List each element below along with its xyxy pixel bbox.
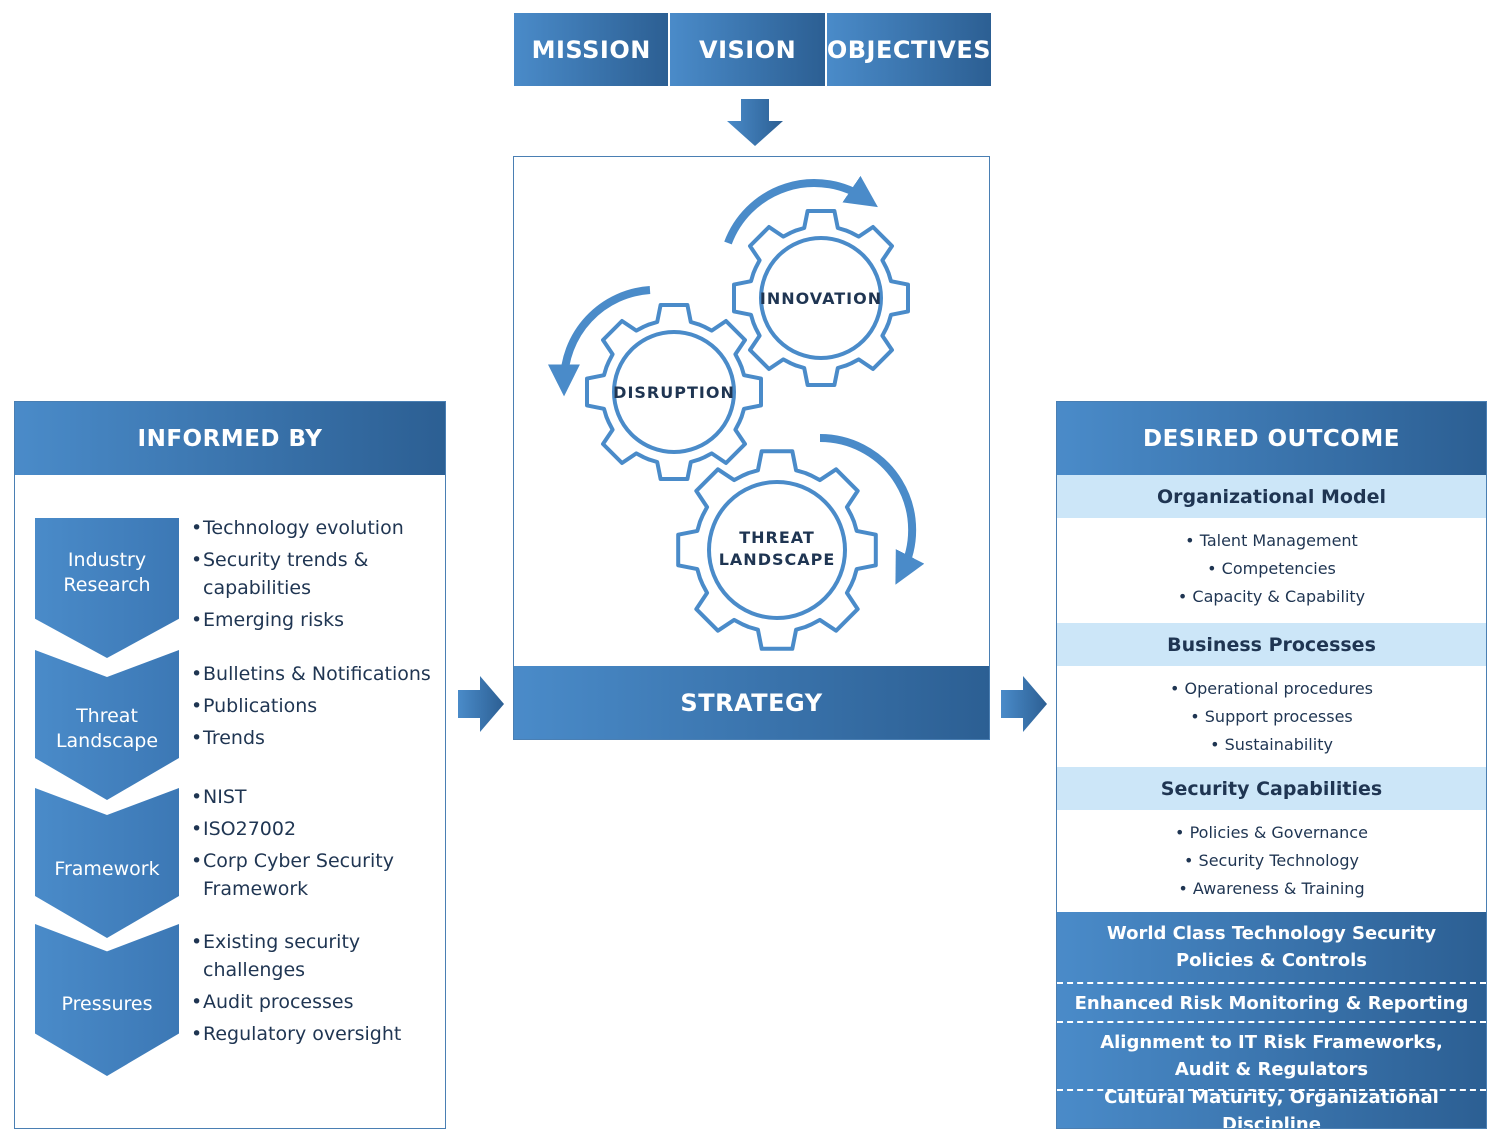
list-item: • Support processes [1190,707,1353,726]
list-item: • Operational procedures [1169,679,1373,698]
gear-label-threat: THREAT [739,528,815,547]
gear-label-landscape: LANDSCAPE [719,550,836,569]
list-item: Security trends & capabilities [191,546,383,602]
tab-vision: VISION [670,13,827,86]
gear-innovation-hub [759,236,883,360]
list-item: Regulatory oversight [191,1020,431,1048]
chevron-label: Landscape [55,730,159,752]
tab-mission: MISSION [514,13,671,86]
list-item: Corp Cyber Security Framework [191,847,403,903]
desired-outcome-title: DESIRED OUTCOME [1057,402,1486,475]
framework-list: NIST ISO27002 Corp Cyber Security Framew… [191,783,431,907]
list-item: • Talent Management [1185,531,1358,550]
right-arrow-icon [458,676,504,732]
gears-diagram: INNOVATION DISRUPTION THREAT LANDSCAPE [547,175,925,651]
list-item: Technology evolution [191,514,431,542]
industry-research-list: Technology evolution Security trends & c… [191,514,431,638]
right-arrow-icon [1001,676,1047,732]
list-item: Publications [191,692,441,720]
list-item: • Security Technology [1184,851,1359,870]
chevron-label: Framework [54,857,160,880]
gear-threat-outline [676,449,878,651]
list-item: • Competencies [1207,559,1336,578]
gear-innovation-outline [732,209,910,387]
list-item: Bulletins & Notifications [191,660,441,688]
down-arrow-icon [727,99,783,146]
list-item: Audit processes [191,988,431,1016]
tab-objectives: OBJECTIVES [826,13,991,86]
desired-outcome-panel: DESIRED OUTCOME Organizational Model • T… [1056,401,1487,1129]
divider [1057,982,1486,984]
chevron-label: Pressures [61,992,153,1015]
cycle-arrow-left [547,286,651,397]
chevron-label: Industry [67,549,147,571]
cycle-arrow-right [819,433,925,585]
organizational-model-list: • Talent Management • Competencies • Cap… [1057,527,1486,611]
chevron-label: Research [63,574,151,596]
business-processes-list: • Operational procedures • Support proce… [1057,675,1486,759]
list-item: Emerging risks [191,606,431,634]
list-item: • Capacity & Capability [1177,587,1366,606]
gear-label-innovation: INNOVATION [760,289,882,308]
list-item: • Sustainability [1210,735,1333,754]
list-item: Trends [191,724,441,752]
gear-disruption-hub [612,330,736,454]
divider [1057,1089,1486,1091]
informed-by-title: INFORMED BY [15,402,445,475]
section-organizational-model: Organizational Model [1057,475,1486,518]
list-item: Existing security challenges [191,928,383,984]
gear-threat-hub [707,480,847,620]
section-security-capabilities: Security Capabilities [1057,767,1486,810]
pressures-list: Existing security challenges Audit proce… [191,928,431,1052]
list-item: ISO27002 [191,815,431,843]
gear-disruption-outline [585,303,763,481]
gear-label-disruption: DISRUPTION [613,383,735,402]
list-item: • Policies & Governance [1175,823,1368,842]
threat-landscape-list: Bulletins & Notifications Publications T… [191,660,441,756]
section-business-processes: Business Processes [1057,623,1486,666]
top-header: MISSION VISION OBJECTIVES [514,13,991,86]
list-item: NIST [191,783,431,811]
chevron-pressures: Pressures [35,924,179,1076]
outcome-alignment: Alignment to IT Risk Frameworks,Audit & … [1100,1032,1443,1080]
chevron-framework: Framework [35,788,179,938]
cycle-arrow-top [724,175,878,245]
chevron-label: Threat [76,705,138,727]
outcome-cultural-maturity: Cultural Maturity, Organizational Discip… [1104,1086,1439,1129]
list-item: • Awareness & Training [1178,879,1365,898]
security-capabilities-list: • Policies & Governance • Security Techn… [1057,819,1486,903]
strategy-bar: STRATEGY [514,666,989,739]
outcome-risk-monitoring: Enhanced Risk Monitoring & Reporting [1074,992,1469,1014]
divider [1057,1021,1486,1023]
strategy-panel: INNOVATION DISRUPTION THREAT LANDSCAPE S… [513,156,990,740]
